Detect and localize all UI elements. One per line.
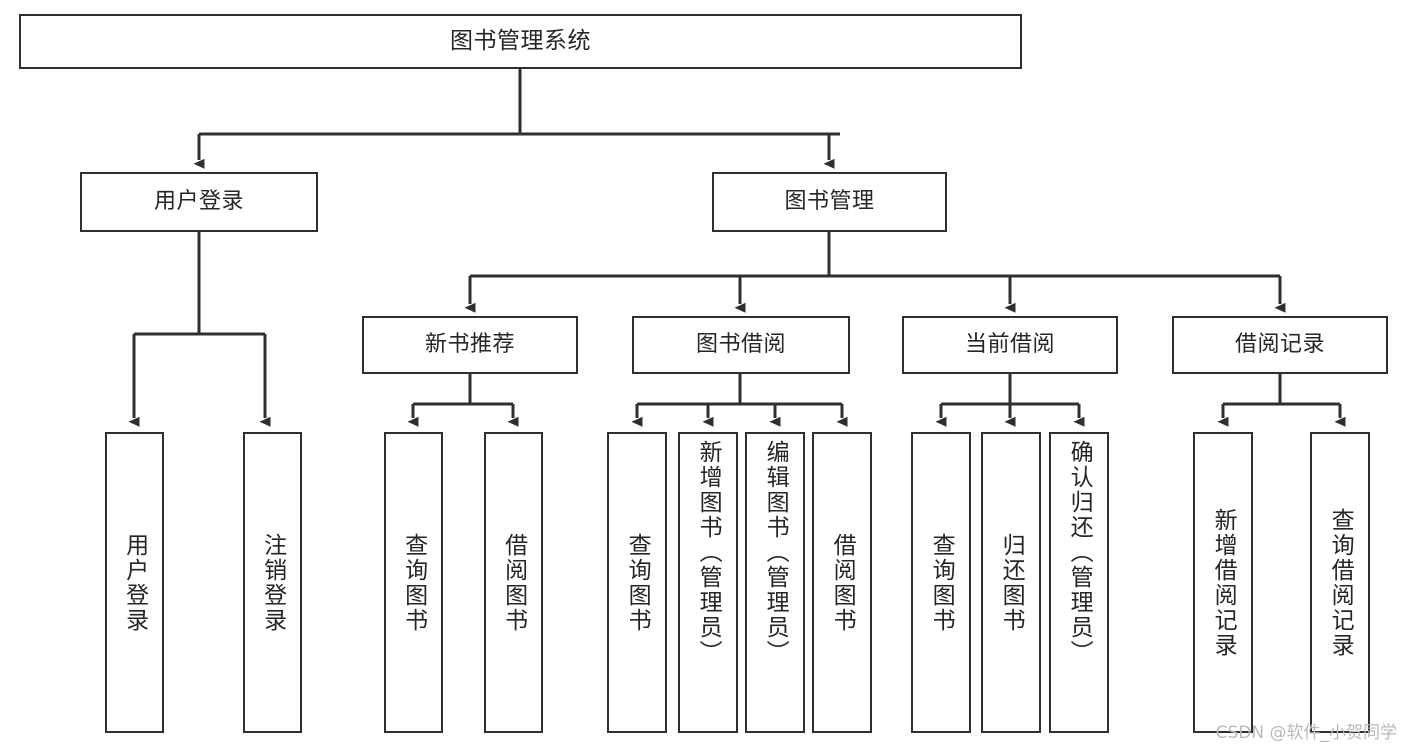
- node-label: 确认归还（管理员）: [1066, 440, 1093, 665]
- node-label: 图书借阅: [695, 331, 786, 357]
- node-root-system[interactable]: 图书管理系统: [19, 14, 1022, 69]
- node-label: 查询图书: [400, 532, 427, 633]
- node-label: 用户登录: [153, 188, 244, 214]
- leaf-user-login-logout[interactable]: 注销登录: [243, 432, 302, 733]
- node-label: 注销登录: [259, 532, 286, 633]
- leaf-current-return-book[interactable]: 归还图书: [981, 432, 1041, 733]
- leaf-user-login-login[interactable]: 用户登录: [105, 432, 164, 733]
- leaf-borrow-borrow-book[interactable]: 借阅图书: [812, 432, 872, 733]
- node-label: 新书推荐: [424, 331, 515, 357]
- node-borrow-record[interactable]: 借阅记录: [1172, 316, 1388, 374]
- node-label: 当前借阅: [964, 331, 1055, 357]
- node-user-login[interactable]: 用户登录: [80, 172, 318, 232]
- node-label: 查询图书: [928, 532, 955, 633]
- node-label: 查询借阅记录: [1327, 507, 1354, 658]
- node-label: 借阅记录: [1234, 331, 1325, 357]
- leaf-recommend-query-book[interactable]: 查询图书: [384, 432, 443, 733]
- node-label: 归还图书: [998, 532, 1025, 633]
- csdn-watermark: CSDN @软件_小贺同学: [1215, 723, 1397, 743]
- leaf-borrow-edit-book-admin[interactable]: 编辑图书（管理员）: [745, 432, 805, 733]
- node-label: 图书管理系统: [450, 27, 591, 54]
- leaf-borrow-add-book-admin[interactable]: 新增图书（管理员）: [678, 432, 738, 733]
- leaf-borrow-query-book[interactable]: 查询图书: [607, 432, 667, 733]
- node-label: 用户登录: [121, 532, 148, 633]
- node-label: 查询图书: [624, 532, 651, 633]
- node-book-management[interactable]: 图书管理: [712, 172, 947, 232]
- node-label: 图书管理: [784, 188, 875, 214]
- leaf-recommend-borrow-book[interactable]: 借阅图书: [484, 432, 543, 733]
- node-label: 编辑图书（管理员）: [762, 440, 789, 665]
- leaf-current-confirm-return-admin[interactable]: 确认归还（管理员）: [1049, 432, 1109, 733]
- node-new-book-recommend[interactable]: 新书推荐: [362, 316, 578, 374]
- node-current-borrow[interactable]: 当前借阅: [902, 316, 1118, 374]
- leaf-current-query-book[interactable]: 查询图书: [911, 432, 971, 733]
- leaf-record-add-record[interactable]: 新增借阅记录: [1193, 432, 1253, 733]
- node-label: 借阅图书: [500, 532, 527, 633]
- node-label: 借阅图书: [829, 532, 856, 633]
- node-label: 新增图书（管理员）: [695, 440, 722, 665]
- node-book-borrow[interactable]: 图书借阅: [632, 316, 850, 374]
- leaf-record-query-record[interactable]: 查询借阅记录: [1310, 432, 1370, 733]
- node-label: 新增借阅记录: [1210, 507, 1237, 658]
